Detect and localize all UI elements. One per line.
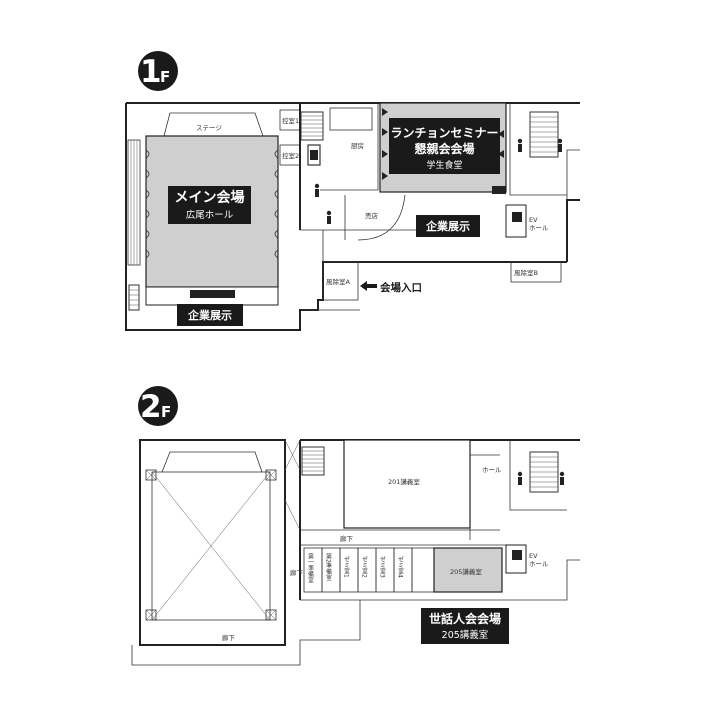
- main-hall-title: メイン会場: [175, 189, 245, 206]
- room-205: [433, 547, 503, 593]
- prep-room-2-label: 第2準備室: [325, 552, 332, 581]
- windbreak-a-label: 風除室A: [326, 277, 351, 286]
- entrance-label: 会場入口: [380, 281, 422, 294]
- entrance-marker: 会場入口: [360, 281, 422, 294]
- waiting-room-2-label: 控室2: [282, 151, 299, 160]
- lunch-seminar-sub: 学生食堂: [426, 159, 462, 171]
- expo-bottom-text: 企業展示: [187, 308, 232, 322]
- seminar-room-4-label: ゼミ室4: [397, 555, 404, 578]
- expo-right-text: 企業展示: [425, 219, 470, 233]
- seminar-room-1-label: ゼミ室1: [343, 555, 350, 578]
- organizers-meeting-sub: 205講義室: [442, 629, 489, 641]
- arrow-left-icon: [360, 281, 377, 291]
- floor-2f-plan: 廊下 201講義室 ホール 廊下 廊下 205講義室 第一準備室 第2準備室: [131, 439, 580, 666]
- floor-1f-suffix: F: [160, 68, 170, 86]
- waiting-room-1-label: 控室1: [282, 116, 299, 125]
- floor-1f-plan: ステージ 控室1 控室2 厨房 売店: [125, 102, 580, 331]
- hall-label: ホール: [482, 466, 502, 474]
- stage-label: ステージ: [196, 124, 222, 132]
- expo-bottom-label: 企業展示: [177, 304, 243, 326]
- ev-hall-1f-label-1: EV: [529, 216, 538, 224]
- room-201-label: 201講義室: [388, 477, 420, 486]
- floor-2f-number: 2: [140, 389, 162, 425]
- room-205-label: 205講義室: [450, 567, 482, 576]
- lunch-seminar-line2: 懇親会会場: [414, 141, 474, 156]
- floor-1f-badge: 1 F: [138, 51, 178, 91]
- floor-2f-suffix: F: [161, 403, 171, 421]
- prep-room-1-label: 第一準備室: [307, 552, 314, 583]
- ev-hall-1f-label-2: ホール: [529, 224, 549, 232]
- organizers-meeting-title: 世話人会会場: [429, 611, 501, 626]
- main-hall-label: メイン会場 広尾ホール: [168, 186, 251, 224]
- corridor-top-label: 廊下: [340, 534, 354, 543]
- ev-hall-2f-label-1: EV: [529, 552, 538, 560]
- shop-label: 売店: [365, 211, 379, 220]
- corridor-bottom-label: 廊下: [222, 633, 236, 642]
- seminar-room-2-label: ゼミ室2: [361, 555, 368, 578]
- lunch-seminar-line1: ランチョンセミナー: [390, 126, 498, 140]
- lunch-seminar-label: ランチョンセミナー 懇親会会場 学生食堂: [389, 118, 500, 174]
- expo-right-label: 企業展示: [416, 215, 480, 237]
- kitchen-label: 厨房: [351, 141, 364, 150]
- floor-2f-badge: 2 F: [138, 386, 178, 426]
- organizers-meeting-label: 世話人会会場 205講義室: [421, 608, 509, 644]
- seminar-room-3-label: ゼミ室3: [379, 555, 386, 578]
- restroom-male-icon: [314, 138, 563, 224]
- ev-hall-2f-label-2: ホール: [529, 560, 549, 568]
- main-hall-subtitle: 広尾ホール: [186, 209, 234, 221]
- floor-1f-number: 1: [140, 54, 162, 90]
- room-201: [343, 439, 471, 529]
- restroom-male-icon: [517, 471, 565, 485]
- windbreak-b-label: 風除室B: [514, 268, 538, 277]
- corridor-side-label: 廊下: [290, 568, 304, 577]
